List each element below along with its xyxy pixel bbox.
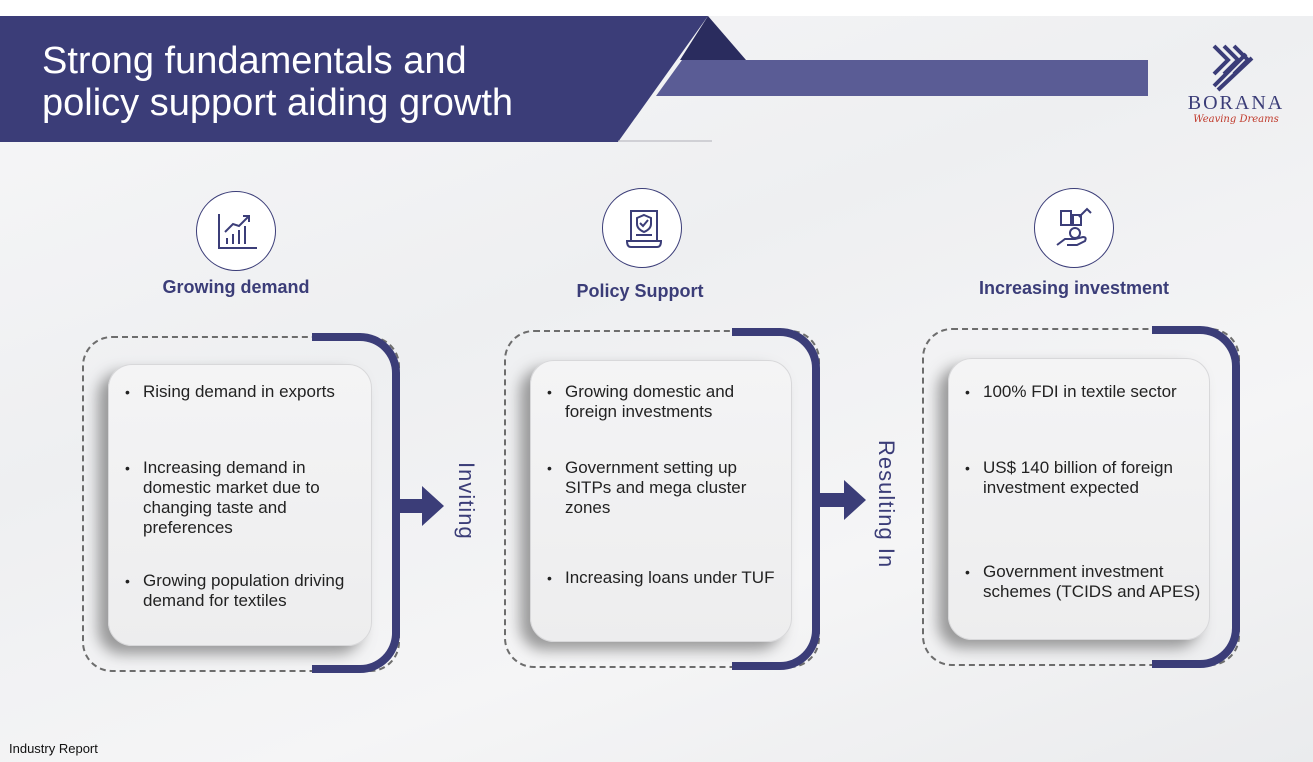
bracket-increasing-investment bbox=[1152, 326, 1240, 668]
top-white-strip bbox=[0, 0, 1313, 16]
bullet-growing-demand-2: Increasing demand in domestic market due… bbox=[123, 458, 363, 538]
growth-chart-icon bbox=[196, 191, 276, 271]
bullet-growing-demand-3: Growing population driving demand for te… bbox=[123, 571, 363, 611]
banner-accent-bar bbox=[656, 60, 1148, 96]
title-line-2: policy support aiding growth bbox=[42, 82, 514, 124]
arrow-right-icon-2 bbox=[818, 480, 866, 520]
card-increasing-investment: 100% FDI in textile sector US$ 140 billi… bbox=[948, 358, 1210, 640]
column-title-policy-support: Policy Support bbox=[576, 281, 704, 301]
bullet-increasing-investment-2: US$ 140 billion of foreign investment ex… bbox=[963, 458, 1201, 498]
source-footnote: Industry Report bbox=[9, 741, 98, 756]
bullet-policy-support-1: Growing domestic and foreign investments bbox=[545, 382, 783, 422]
banner-fold-shape bbox=[680, 16, 746, 60]
bullet-policy-support-3: Increasing loans under TUF bbox=[545, 568, 783, 588]
investment-hand-icon bbox=[1034, 188, 1114, 268]
title-line-1: Strong fundamentals and bbox=[42, 40, 467, 82]
connector-resulting-in: Resulting In bbox=[874, 440, 899, 569]
title-banner bbox=[0, 16, 1148, 142]
card-growing-demand: Rising demand in exports Increasing dema… bbox=[108, 364, 372, 646]
page-title: Strong fundamentals and policy support a… bbox=[42, 40, 622, 124]
column-title-increasing-investment: Increasing investment bbox=[978, 278, 1170, 298]
connector-inviting: Inviting bbox=[454, 462, 479, 540]
bullet-growing-demand-1: Rising demand in exports bbox=[123, 382, 363, 402]
column-title-growing-demand: Growing demand bbox=[162, 277, 310, 297]
bracket-policy-support bbox=[732, 328, 820, 670]
policy-document-shield-icon bbox=[602, 188, 682, 268]
card-policy-support: Growing domestic and foreign investments… bbox=[530, 360, 792, 642]
banner-main-shape bbox=[0, 16, 708, 142]
borana-logo-icon bbox=[1212, 44, 1254, 92]
bullet-increasing-investment-3: Government investment schemes (TCIDS and… bbox=[963, 562, 1201, 602]
bullet-increasing-investment-1: 100% FDI in textile sector bbox=[963, 382, 1201, 402]
logo-tagline: Weaving Dreams bbox=[1193, 114, 1279, 125]
arrow-right-icon-1 bbox=[396, 486, 444, 526]
logo-wordmark: BORANA bbox=[1187, 92, 1285, 114]
bullet-policy-support-2: Government setting up SITPs and mega clu… bbox=[545, 458, 783, 518]
